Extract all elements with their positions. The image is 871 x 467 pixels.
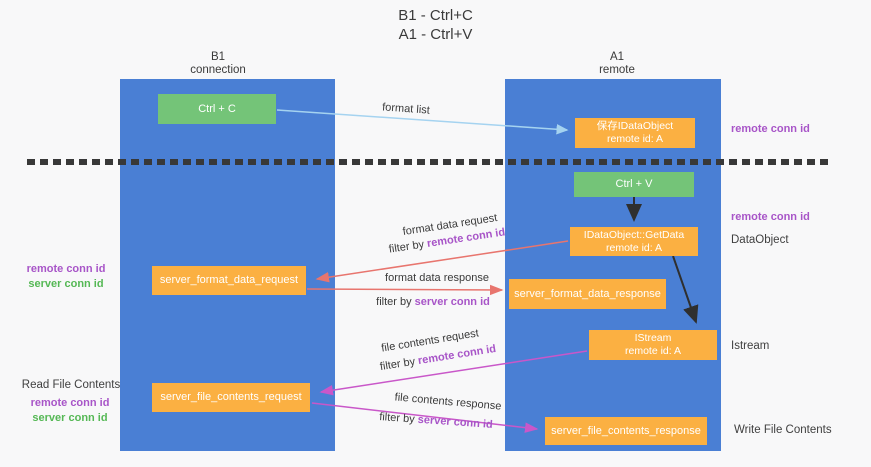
- node-server-format-data-request: server_format_data_request: [152, 266, 306, 295]
- lifeline-header-b1: B1 connection: [158, 51, 278, 77]
- title-line-1: B1 - Ctrl+C: [398, 7, 473, 24]
- node-server-file-contents-response-label: server_file_contents_response: [551, 424, 701, 437]
- node-server-file-contents-response: server_file_contents_response: [545, 417, 707, 445]
- label-format-request-filter-prefix: filter by: [388, 238, 428, 256]
- label-dataobject: DataObject: [731, 234, 789, 246]
- label-format-response-filter-prefix: filter by: [376, 296, 415, 308]
- label-read-file-contents: Read File Contents: [21, 379, 121, 391]
- node-ctrl-c: Ctrl + C: [158, 94, 276, 124]
- label-format-response-filter-id: server conn id: [414, 296, 490, 308]
- label-group-conn-ids-bottom-left: remote conn id server conn id: [0, 396, 140, 426]
- node-ctrl-v: Ctrl + V: [574, 172, 694, 197]
- node-istream: IStream remote id: A: [589, 330, 717, 360]
- lifeline-a1-role: remote: [599, 64, 635, 76]
- node-ctrl-v-label: Ctrl + V: [615, 178, 653, 190]
- label-format-data-response: format data response: [385, 272, 489, 284]
- label-file-response-filter: filter by server conn id: [379, 411, 493, 431]
- lifeline-header-a1: A1 remote: [557, 51, 677, 77]
- node-save-idataobject: 保存IDataObject remote id: A: [575, 118, 695, 148]
- node-idataobject-getdata: IDataObject::GetData remote id: A: [570, 227, 698, 256]
- label-format-response-filter: filter by server conn id: [376, 296, 490, 308]
- node-getdata-line1: IDataObject::GetData: [583, 228, 685, 241]
- node-istream-line1: IStream: [634, 332, 672, 344]
- node-istream-line2: remote id: A: [624, 345, 682, 357]
- node-server-format-data-response: server_format_data_response: [509, 279, 666, 309]
- label-remote-conn-id-mid-right: remote conn id: [731, 211, 810, 223]
- label-file-response-filter-id: server conn id: [417, 413, 494, 431]
- label-file-request-filter-prefix: filter by: [379, 355, 420, 374]
- label-remote-conn-id-top-left: remote conn id: [26, 263, 106, 275]
- node-ctrl-c-label: Ctrl + C: [198, 102, 236, 115]
- label-group-conn-ids-top-left: remote conn id server conn id: [0, 262, 132, 292]
- lifeline-b1-name: B1: [210, 51, 226, 63]
- label-remote-conn-id-top-right: remote conn id: [731, 123, 810, 135]
- label-file-contents-response: file contents response: [394, 391, 502, 413]
- node-server-format-data-request-label: server_format_data_request: [159, 274, 299, 286]
- label-server-conn-id-bottom-left: server conn id: [32, 412, 108, 424]
- label-server-conn-id-top-left: server conn id: [28, 278, 104, 290]
- arrow-format-data-response: [306, 284, 504, 296]
- node-getdata-line2: remote id: A: [605, 241, 663, 254]
- node-server-file-contents-request-label: server_file_contents_request: [160, 391, 302, 403]
- node-server-file-contents-request: server_file_contents_request: [152, 383, 310, 412]
- title-line-2: A1 - Ctrl+V: [398, 26, 473, 43]
- node-save-idataobject-line2: remote id: A: [606, 133, 664, 145]
- session-divider-dashed-line: [27, 159, 833, 165]
- label-istream: Istream: [731, 340, 770, 352]
- lifeline-b1-role: connection: [190, 64, 246, 76]
- node-save-idataobject-line1: 保存IDataObject: [596, 120, 674, 132]
- diagram-title: B1 - Ctrl+C A1 - Ctrl+V: [0, 6, 871, 44]
- label-write-file-contents: Write File Contents: [734, 424, 832, 436]
- label-remote-conn-id-bottom-left: remote conn id: [30, 397, 110, 409]
- node-server-format-data-response-label: server_format_data_response: [514, 287, 661, 300]
- label-file-response-filter-prefix: filter by: [378, 411, 419, 426]
- label-format-list: format list: [381, 101, 431, 117]
- lifeline-a1-name: A1: [609, 51, 625, 63]
